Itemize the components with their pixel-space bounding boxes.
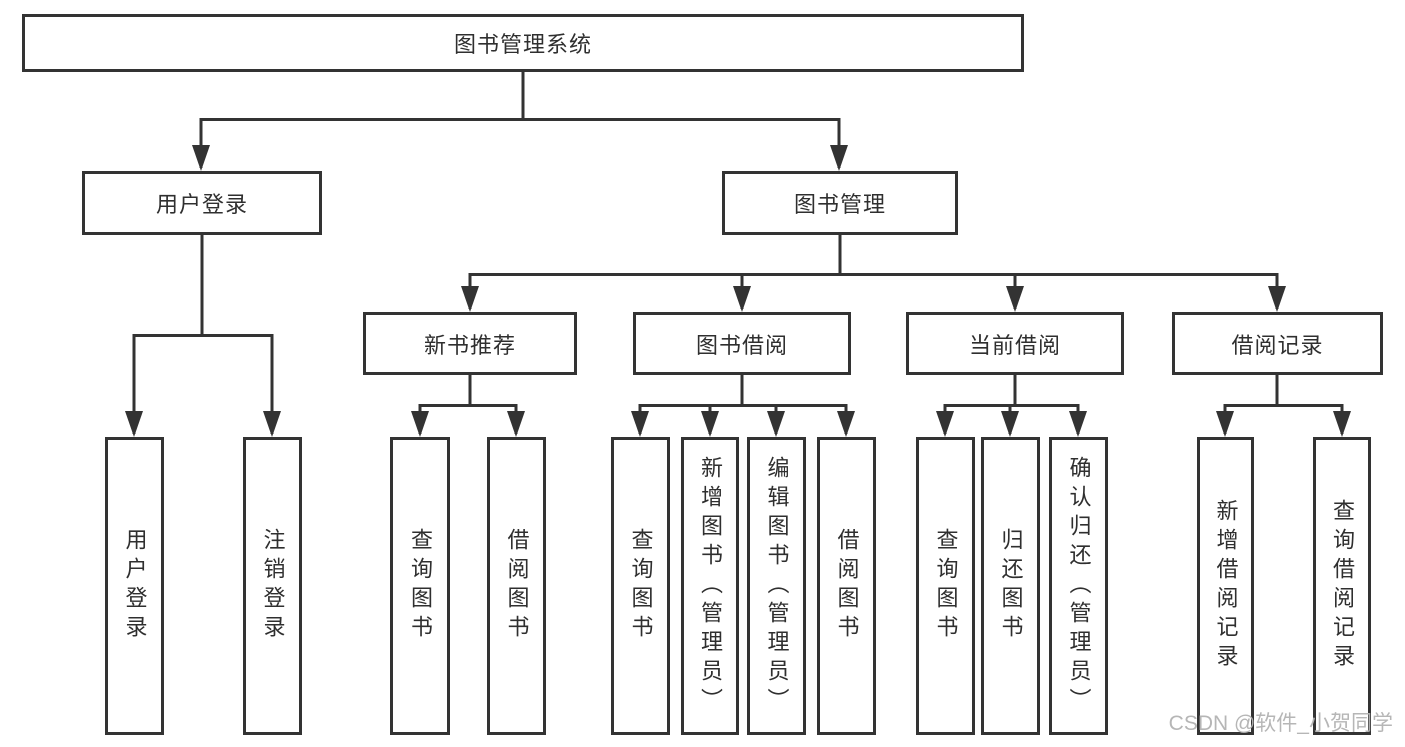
node-borrowing-records: 借阅记录 (1172, 312, 1383, 375)
node-label: 用户登录 (122, 528, 148, 644)
node-new-book-recommendation: 新书推荐 (363, 312, 577, 375)
leaf-borrow-books-recommend: 借阅图书 (487, 437, 546, 735)
node-label: 图书管理 (793, 192, 886, 217)
leaf-query-books-borrowing: 查询图书 (611, 437, 670, 735)
node-book-borrowing: 图书借阅 (633, 312, 851, 375)
node-label: 借阅图书 (834, 528, 860, 644)
leaf-borrow-books-borrowing: 借阅图书 (817, 437, 876, 735)
leaf-query-borrow-record: 查询借阅记录 (1313, 437, 1371, 735)
node-label: 查询图书 (408, 528, 433, 644)
node-label: 查询借阅记录 (1330, 499, 1355, 673)
arrow-down-icons (125, 145, 1351, 437)
node-label: 注销登录 (260, 528, 286, 644)
leaf-user-login: 用户登录 (105, 437, 164, 735)
leaf-add-books-admin: 新增图书（管理员） (681, 437, 739, 735)
node-label: 新增图书（管理员） (698, 455, 723, 717)
leaf-query-books-current: 查询图书 (916, 437, 975, 735)
leaf-add-borrow-record: 新增借阅记录 (1197, 437, 1254, 735)
node-label: 确认归还（管理员） (1066, 455, 1092, 717)
leaf-confirm-return-admin: 确认归还（管理员） (1049, 437, 1108, 735)
node-label: 编辑图书（管理员） (764, 455, 790, 717)
node-label: 新书推荐 (423, 332, 516, 358)
node-label: 图书借阅 (695, 332, 788, 358)
node-current-borrowing: 当前借阅 (906, 312, 1124, 375)
node-book-management: 图书管理 (722, 171, 958, 235)
leaf-edit-books-admin: 编辑图书（管理员） (747, 437, 806, 735)
node-label: 图书管理系统 (453, 32, 592, 57)
node-label: 借阅记录 (1231, 332, 1324, 358)
node-label: 当前借阅 (968, 332, 1061, 358)
node-user-login: 用户登录 (82, 171, 322, 235)
node-label: 借阅图书 (504, 528, 530, 644)
leaf-query-books-recommend: 查询图书 (390, 437, 450, 735)
node-label: 用户登录 (155, 192, 248, 217)
leaf-logout: 注销登录 (243, 437, 302, 735)
csdn-watermark: CSDN @软件_小贺同学 (1168, 712, 1393, 735)
node-label: 归还图书 (998, 528, 1024, 644)
node-label: 查询图书 (933, 528, 959, 644)
node-label: 新增借阅记录 (1213, 499, 1239, 673)
node-library-management-system: 图书管理系统 (22, 14, 1024, 72)
leaf-return-books: 归还图书 (981, 437, 1040, 735)
node-label: 查询图书 (628, 528, 654, 644)
